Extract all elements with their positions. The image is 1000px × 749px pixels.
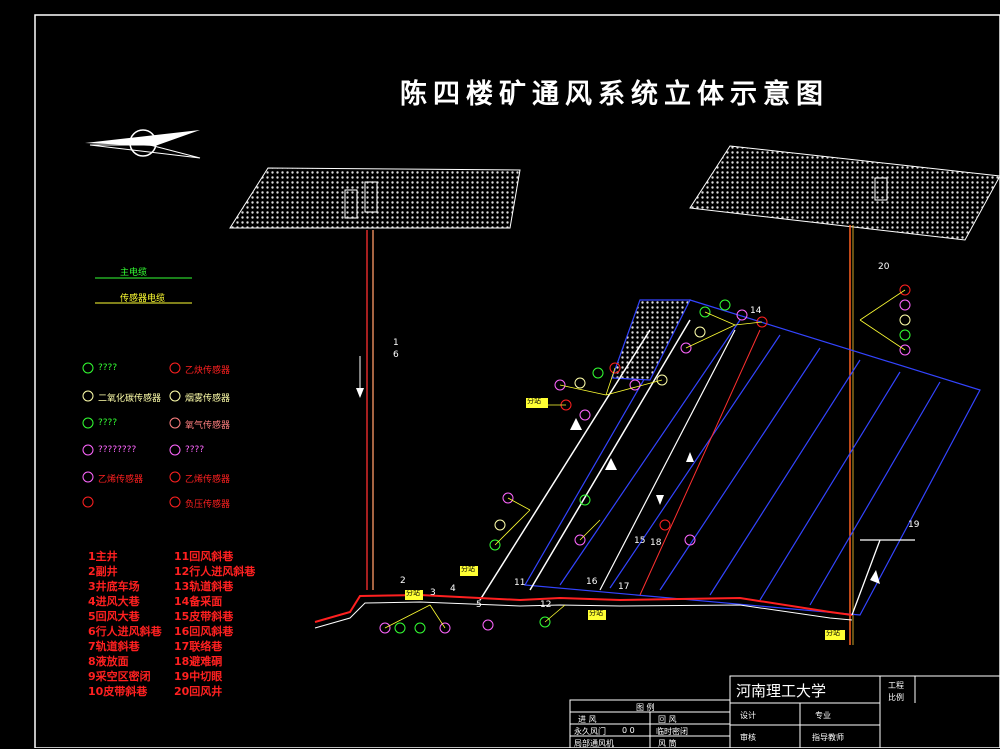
list-item: 10皮带斜巷 <box>88 685 148 698</box>
legend-label: 乙烯传感器 <box>98 475 144 485</box>
list-item: 19中切眼 <box>174 670 223 683</box>
shaft-tag: 3 <box>430 588 436 598</box>
shaft-tag: 12 <box>540 600 552 610</box>
legend-table-cell: 0 0 <box>622 726 635 735</box>
shaft-tag: 20 <box>878 262 890 272</box>
shaft-tag: 11 <box>514 578 526 588</box>
substation-label: 分站 <box>461 565 475 573</box>
list-item: 18避难硐 <box>174 655 223 668</box>
legend-table-title: 图 例 <box>636 703 655 712</box>
legend-sensor-cable-label: 传感器电缆 <box>120 294 166 304</box>
list-item: 2副井 <box>88 565 118 578</box>
institution-name: 河南理工大学 <box>736 682 827 700</box>
shaft-tag: 4 <box>450 584 456 594</box>
list-item: 3井底车场 <box>88 580 140 593</box>
list-item: 5回风大巷 <box>88 610 140 623</box>
north-arrow-icon <box>85 129 201 159</box>
legend-main-cable-label: 主电缆 <box>120 268 148 278</box>
shaft-tag: 6 <box>393 350 399 360</box>
list-item: 16回风斜巷 <box>174 625 234 638</box>
list-item: 8液放面 <box>88 655 129 668</box>
shaft-tag: 17 <box>618 582 630 592</box>
list-item: 6行人进风斜巷 <box>88 625 162 638</box>
legend-label: ???????? <box>98 445 137 455</box>
legend-label: 乙烯传感器 <box>185 475 231 485</box>
legend-table-cell: 临时密闭 <box>656 727 688 736</box>
title-field: 专业 <box>815 711 831 720</box>
title-field: 审核 <box>740 733 756 742</box>
legend-table-cell: 局部通风机 <box>574 739 614 748</box>
shaft-tag: 14 <box>750 306 762 316</box>
shaft-tag: 1 <box>393 338 399 348</box>
surface-ground-left <box>229 145 1000 241</box>
legend-label: 乙炔传感器 <box>185 366 231 376</box>
title-field: 设计 <box>740 711 756 720</box>
legend-table-cell: 回 风 <box>658 715 677 724</box>
legend-symbols <box>82 362 181 508</box>
list-item: 14备采面 <box>174 595 223 608</box>
substation-label: 分站 <box>406 589 420 597</box>
list-item: 4进风大巷 <box>88 595 140 608</box>
list-item: 11回风斜巷 <box>174 550 234 563</box>
shaft-tag: 19 <box>908 520 920 530</box>
list-item: 12行人进风斜巷 <box>174 565 256 578</box>
list-item: 15皮带斜巷 <box>174 610 234 623</box>
title-field: 指导教师 <box>812 733 844 742</box>
list-item: 7轨道斜巷 <box>88 640 140 653</box>
legend-label: ???? <box>98 418 118 428</box>
main-shaft <box>356 230 374 590</box>
shaft-tag: 18 <box>650 538 662 548</box>
main-roadway <box>314 539 915 629</box>
drawing-frame <box>34 14 1000 748</box>
title-field: 工程 <box>888 681 904 690</box>
inclined-roadways <box>479 319 761 601</box>
shaft-tag: 16 <box>586 577 598 587</box>
legend-label: 氧气传感器 <box>185 421 231 431</box>
return-shaft <box>849 225 854 645</box>
list-item: 17联络巷 <box>174 640 223 653</box>
substation-boxes <box>405 398 845 640</box>
legend-label: ???? <box>98 363 118 373</box>
legend-table-cell: 风 筒 <box>658 739 677 748</box>
legend-table-cell: 永久风门 <box>574 727 606 736</box>
substation-label: 分站 <box>826 629 840 637</box>
substation-label: 分站 <box>527 397 541 405</box>
legend-label: 负压传感器 <box>185 500 231 510</box>
legend-label: 烟雾传感器 <box>185 394 231 404</box>
airflow-arrows <box>570 418 880 584</box>
legend-label: 二氧化碳传感器 <box>98 394 162 404</box>
title-block <box>569 675 1000 748</box>
legend-table-cell: 进 风 <box>578 715 597 724</box>
list-item: 9采空区密闭 <box>88 670 151 683</box>
page-title: 陈四楼矿通风系统立体示意图 <box>400 79 829 110</box>
list-item: 1主井 <box>88 550 118 563</box>
legend-label: ???? <box>185 445 205 455</box>
shaft-tag: 5 <box>476 600 482 610</box>
shaft-tag: 15 <box>634 536 646 546</box>
title-field: 比例 <box>888 693 904 702</box>
shaft-tag: 2 <box>400 576 406 586</box>
list-item: 20回风井 <box>174 685 223 698</box>
substation-label: 分站 <box>589 609 603 617</box>
list-item: 13轨道斜巷 <box>174 580 234 593</box>
